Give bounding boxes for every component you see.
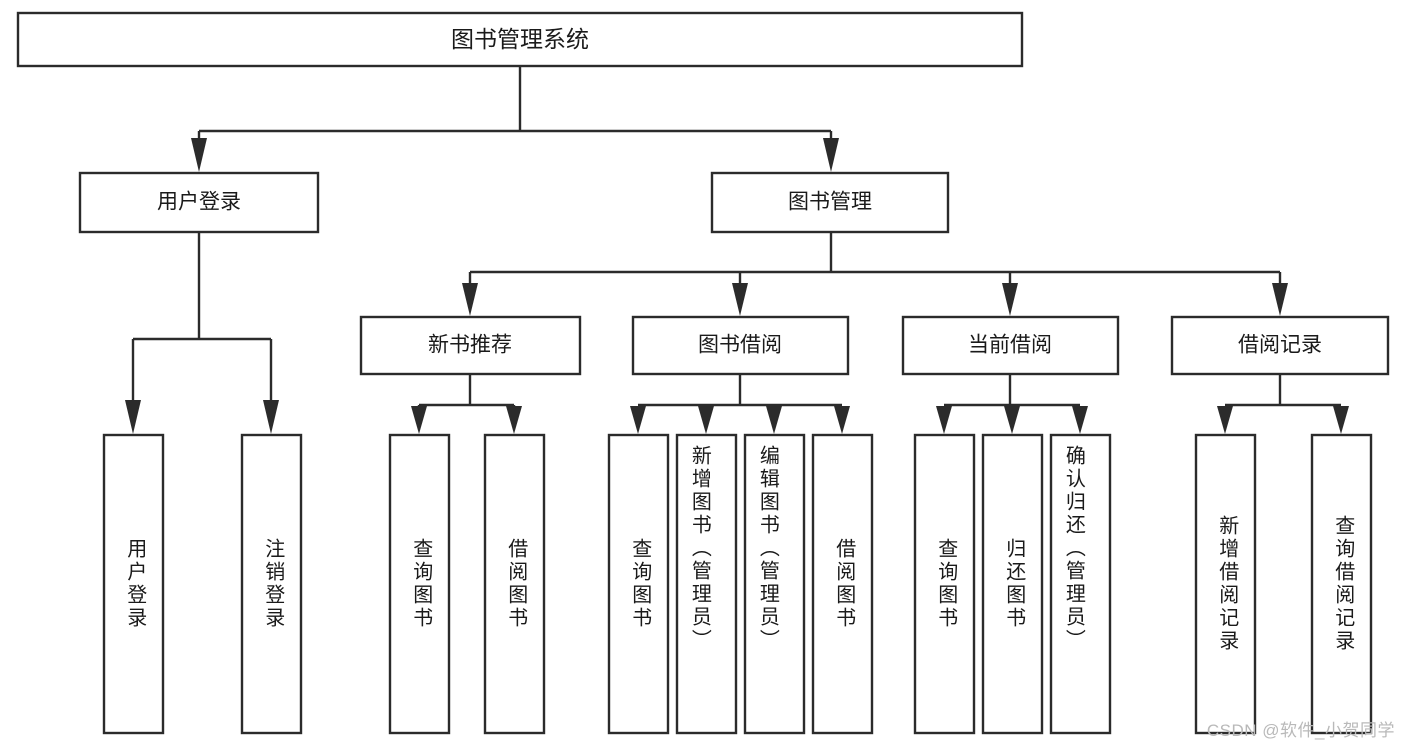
leaf-node-borrow-query-book-box[interactable] <box>607 433 670 735</box>
node-current-borrow[interactable]: 当前借阅 <box>901 315 1120 376</box>
leaf-node-add-borrow-record-label: 新增借阅记录 <box>1216 515 1239 653</box>
leaf-node-confirm-return-admin-label: 确认归还（管理员） <box>1062 445 1085 652</box>
node-book-management-label: 图书管理 <box>788 191 872 214</box>
arrow-head-user-login <box>191 138 207 172</box>
leaf-node-add-borrow-record-box[interactable] <box>1194 433 1257 735</box>
leaf-node-logout-box[interactable] <box>240 433 303 735</box>
arrow-head-currentborrow-leaf-3 <box>1072 406 1088 434</box>
leaf-node-query-borrow-record-label: 查询借阅记录 <box>1332 515 1355 653</box>
leaf-node-logout[interactable]: 注销登录 <box>240 433 303 735</box>
arrow-head-book-borrow <box>732 283 748 316</box>
leaf-node-borrow-query-book[interactable]: 查询图书 <box>607 433 670 735</box>
arrow-head-book-mgmt <box>823 138 839 172</box>
node-current-borrow-label: 当前借阅 <box>968 334 1052 357</box>
node-user-login-box[interactable] <box>78 171 320 234</box>
csdn-watermark: CSDN @软件_小贺同学 <box>1206 721 1395 740</box>
leaf-node-current-query-book-label: 查询图书 <box>935 538 958 630</box>
connector-layer <box>125 66 1349 434</box>
leaf-node-user-login-box[interactable] <box>102 433 165 735</box>
node-new-book-recommend-box[interactable] <box>359 315 582 376</box>
leaf-node-add-borrow-record[interactable]: 新增借阅记录 <box>1194 433 1257 735</box>
leaf-node-add-book-admin-label: 新增图书（管理员） <box>688 445 711 652</box>
node-book-borrow[interactable]: 图书借阅 <box>631 315 850 376</box>
node-user-login[interactable]: 用户登录 <box>78 171 320 234</box>
arrow-head-borrowrecord-leaf-1 <box>1217 406 1233 434</box>
node-book-management[interactable]: 图书管理 <box>710 171 950 234</box>
node-book-borrow-box[interactable] <box>631 315 850 376</box>
leaf-node-edit-book-admin-label: 编辑图书（管理员） <box>756 445 779 652</box>
node-root-label: 图书管理系统 <box>451 26 589 52</box>
leaf-node-user-login-label: 用户登录 <box>124 538 147 630</box>
arrow-head-leaf-logout <box>263 400 279 434</box>
arrow-head-bookborrow-leaf-1 <box>630 406 646 434</box>
node-root[interactable]: 图书管理系统 <box>16 11 1024 68</box>
node-current-borrow-box[interactable] <box>901 315 1120 376</box>
leaf-node-current-query-book-box[interactable] <box>913 433 976 735</box>
node-new-book-recommend-label: 新书推荐 <box>428 334 512 357</box>
leaf-node-borrow-query-book-label: 查询图书 <box>629 538 652 630</box>
node-book-borrow-label: 图书借阅 <box>698 334 782 357</box>
arrow-head-currentborrow-leaf-1 <box>936 406 952 434</box>
leaf-node-current-query-book[interactable]: 查询图书 <box>913 433 976 735</box>
leaf-node-newbook-borrow-book[interactable]: 借阅图书 <box>483 433 546 735</box>
leaf-node-newbook-query-book[interactable]: 查询图书 <box>388 433 451 735</box>
leaf-node-query-borrow-record[interactable]: 查询借阅记录 <box>1310 433 1373 735</box>
leaf-node-add-book-admin-box[interactable] <box>675 433 738 735</box>
leaf-node-newbook-borrow-book-label: 借阅图书 <box>505 538 528 630</box>
arrow-head-bookborrow-leaf-4 <box>834 406 850 434</box>
node-new-book-recommend[interactable]: 新书推荐 <box>359 315 582 376</box>
leaf-node-query-borrow-record-box[interactable] <box>1310 433 1373 735</box>
leaf-node-logout-label: 注销登录 <box>262 538 285 630</box>
leaf-node-borrow-book-label: 借阅图书 <box>833 538 856 630</box>
leaf-node-newbook-query-book-label: 查询图书 <box>410 538 433 630</box>
leaf-node-add-book-admin[interactable]: 新增图书（管理员） <box>675 433 738 735</box>
arrow-head-newbook-leaf-1 <box>411 406 427 434</box>
arrow-head-new-book <box>462 283 478 316</box>
arrow-head-currentborrow-leaf-2 <box>1004 406 1020 434</box>
leaf-node-user-login[interactable]: 用户登录 <box>102 433 165 735</box>
leaf-node-return-book[interactable]: 归还图书 <box>981 433 1044 735</box>
leaf-node-return-book-box[interactable] <box>981 433 1044 735</box>
arrow-head-current-borrow <box>1002 283 1018 316</box>
arrow-head-borrow-record <box>1272 283 1288 316</box>
leaf-node-borrow-book-box[interactable] <box>811 433 874 735</box>
node-book-management-box[interactable] <box>710 171 950 234</box>
arrow-head-leaf-user-login <box>125 400 141 434</box>
leaf-node-confirm-return-admin[interactable]: 确认归还（管理员） <box>1049 433 1112 735</box>
leaf-node-edit-book-admin[interactable]: 编辑图书（管理员） <box>743 433 806 735</box>
leaf-node-newbook-borrow-book-box[interactable] <box>483 433 546 735</box>
leaf-node-borrow-book[interactable]: 借阅图书 <box>811 433 874 735</box>
arrow-head-newbook-leaf-2 <box>506 406 522 434</box>
leaf-node-edit-book-admin-box[interactable] <box>743 433 806 735</box>
leaf-node-confirm-return-admin-box[interactable] <box>1049 433 1112 735</box>
node-borrow-record-label: 借阅记录 <box>1238 334 1322 357</box>
arrow-head-borrowrecord-leaf-2 <box>1333 406 1349 434</box>
arrow-head-bookborrow-leaf-2 <box>698 406 714 434</box>
arrow-head-bookborrow-leaf-3 <box>766 406 782 434</box>
leaf-node-return-book-label: 归还图书 <box>1003 538 1026 630</box>
node-user-login-label: 用户登录 <box>157 191 241 214</box>
leaf-node-newbook-query-book-box[interactable] <box>388 433 451 735</box>
node-borrow-record-box[interactable] <box>1170 315 1390 376</box>
node-borrow-record[interactable]: 借阅记录 <box>1170 315 1390 376</box>
node-root-box[interactable] <box>16 11 1024 68</box>
